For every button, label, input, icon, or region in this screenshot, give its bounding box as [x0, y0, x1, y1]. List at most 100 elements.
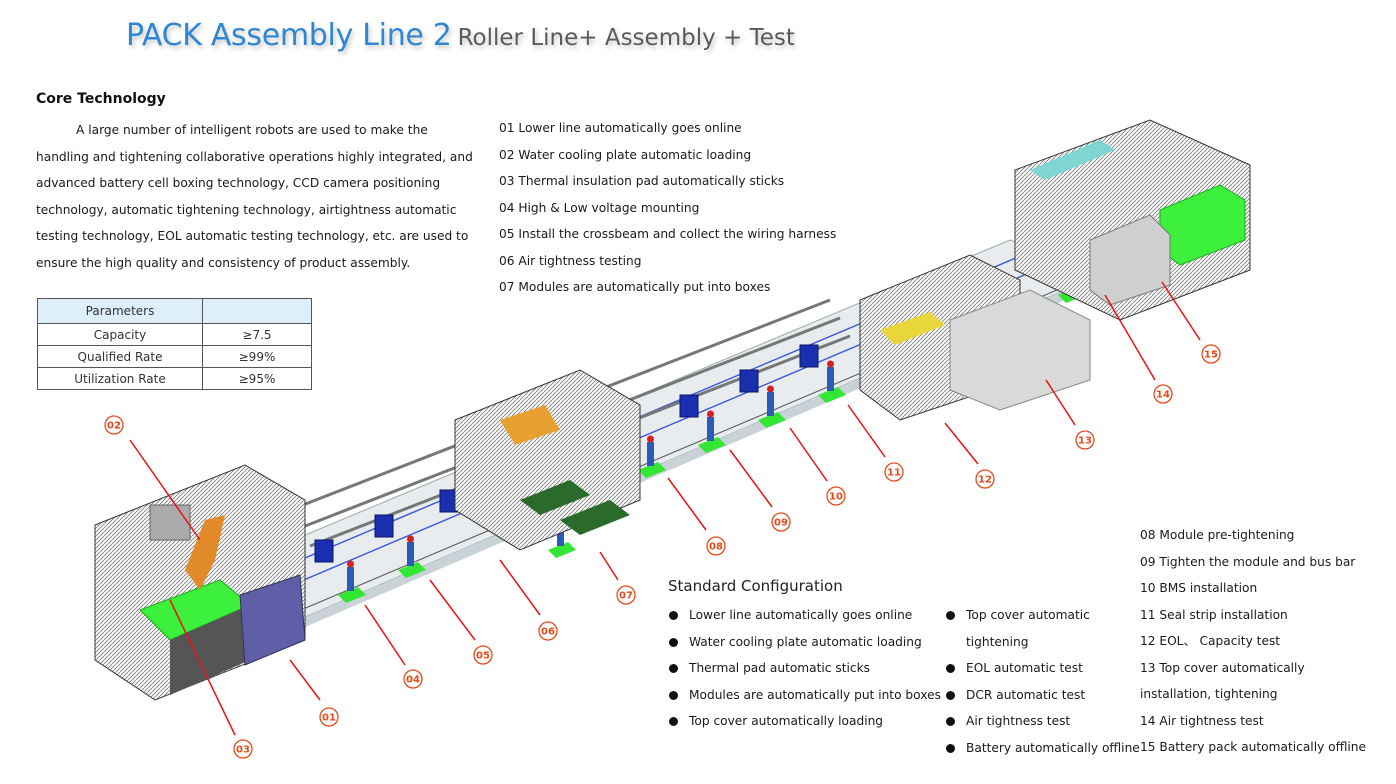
bullet-icon [946, 611, 955, 620]
callout-leader-line [364, 604, 406, 666]
operator-mat [548, 542, 576, 558]
list-item-text: EOL automatic test [966, 661, 1083, 675]
list-item: Thermal pad automatic sticks [669, 655, 941, 682]
operator-helmet [407, 535, 414, 543]
list-item: Battery automatically offline [946, 735, 1140, 762]
callout-circle [473, 645, 493, 665]
operator-helmet [767, 385, 774, 393]
standard-configuration-list-left: Lower line automatically goes online Wat… [669, 602, 941, 735]
param-name: Qualified Rate [37, 345, 203, 368]
callout-leader-line [667, 477, 707, 531]
bullet-icon [946, 743, 955, 753]
bullet-icon [669, 611, 678, 620]
list-item: 01 Lower line automatically goes online [499, 121, 742, 135]
operator-figure [827, 367, 834, 391]
callout-number: 10 [829, 492, 843, 503]
bullet-icon [946, 717, 955, 726]
list-item: 13 Top cover automatically [1140, 660, 1305, 675]
callout-leader-line [1045, 379, 1076, 426]
core-technology-heading: Core Technology [36, 91, 166, 107]
operator-mat [698, 437, 726, 453]
list-item-text: Top cover automatically loading [689, 714, 884, 728]
bullet-icon [946, 664, 955, 673]
core-technology-text: A large number of intelligent robots are… [36, 123, 473, 270]
list-item: 03 Thermal insulation pad automatically … [499, 174, 785, 188]
operator-mat [758, 412, 786, 428]
station-control-box [374, 514, 394, 538]
list-item: 06 Air tightness testing [499, 253, 642, 268]
callout-circle [884, 462, 904, 482]
callout-circle [538, 621, 558, 641]
callout-leader-line [129, 439, 201, 541]
list-item: 05 Install the crossbeam and collect the… [499, 227, 837, 241]
list-item: 07 Modules are automatically put into bo… [499, 280, 771, 294]
list-item: installation, tightening [1140, 687, 1278, 701]
callout-leader-line [429, 579, 476, 641]
list-item: 09 Tighten the module and bus bar [1140, 554, 1356, 569]
callout-circle [1075, 430, 1095, 450]
callout-number: 13 [1078, 436, 1092, 447]
operator-helmet [647, 435, 654, 443]
operator-helmet [827, 360, 834, 368]
callout-number: 12 [978, 475, 992, 486]
callout-leader-line [499, 559, 541, 616]
table-row: Utilization Rate ≥95% [37, 367, 312, 390]
station-robot-cell [94, 464, 306, 701]
list-item: 15 Battery pack automatically offline [1140, 740, 1367, 754]
callout-circle [233, 739, 253, 759]
list-item: 11 Seal strip installation [1140, 607, 1288, 622]
bullet-icon [669, 717, 678, 726]
operator-figure [407, 542, 414, 566]
callout-circle [1153, 384, 1173, 404]
core-technology-paragraph: A large number of intelligent robots are… [36, 117, 476, 276]
operator-helmet [347, 560, 354, 568]
operator-figure [707, 417, 714, 441]
process-steps-list-a: 01 Lower line automatically goes online … [499, 115, 836, 301]
operator-mat [398, 562, 426, 578]
parameters-table: Parameters Capacity ≥7.5 Qualified Rate … [37, 298, 312, 390]
callout-number: 02 [107, 421, 121, 432]
operator-figure [647, 442, 654, 466]
callout-number: 14 [1156, 390, 1170, 401]
bullet-icon [946, 690, 955, 700]
standard-configuration-list-right: Top cover automatic tightening EOL autom… [946, 602, 1140, 761]
list-item-text: DCR automatic test [966, 687, 1086, 702]
list-item: 02 Water cooling plate automatic loading [499, 147, 752, 162]
process-steps-list-b: 08 Module pre-tightening 09 Tighten the … [1140, 522, 1366, 761]
list-item: Modules are automatically put into boxes [669, 682, 941, 709]
list-item-text: Thermal pad automatic sticks [689, 661, 871, 675]
operator-mat [638, 462, 666, 478]
callout-circle [403, 669, 423, 689]
callout-number: 03 [236, 745, 250, 756]
list-item: 12 EOL、 Capacity test [1140, 634, 1281, 648]
list-item-text: Modules are automatically put into boxes [689, 687, 941, 702]
callout-number: 09 [774, 518, 788, 529]
list-item: Air tightness test [946, 708, 1140, 735]
operator-figure [347, 567, 354, 591]
station-eol-test [859, 254, 1091, 421]
robot-arm [185, 515, 225, 590]
station-control-box [799, 344, 819, 368]
callout-leader-line [944, 422, 979, 465]
list-item-text: Water cooling plate automatic loading [689, 634, 922, 649]
title-sub: Roller Line+ Assembly + Test [457, 25, 795, 51]
callout-number: 05 [476, 651, 490, 662]
standard-configuration-title: Standard Configuration [668, 577, 843, 595]
list-item: Top cover automatic tightening [946, 602, 1116, 655]
list-item: 04 High & Low voltage mounting [499, 200, 700, 215]
table-row: Qualified Rate ≥99% [37, 345, 312, 368]
list-item: Top cover automatically loading [669, 708, 941, 735]
callout-circle [1201, 344, 1221, 364]
callout-number: 04 [406, 675, 420, 686]
list-item: 10 BMS installation [1140, 581, 1258, 595]
station-control-box [679, 394, 699, 418]
param-name: Utilization Rate [37, 367, 203, 390]
callout-leader-line [1161, 281, 1201, 341]
list-item-text: Top cover automatic tightening [966, 608, 1090, 649]
callout-leader-line [1104, 294, 1156, 381]
station-control-box [739, 369, 759, 393]
operator-figure [767, 392, 774, 416]
operator-mat [818, 387, 846, 403]
